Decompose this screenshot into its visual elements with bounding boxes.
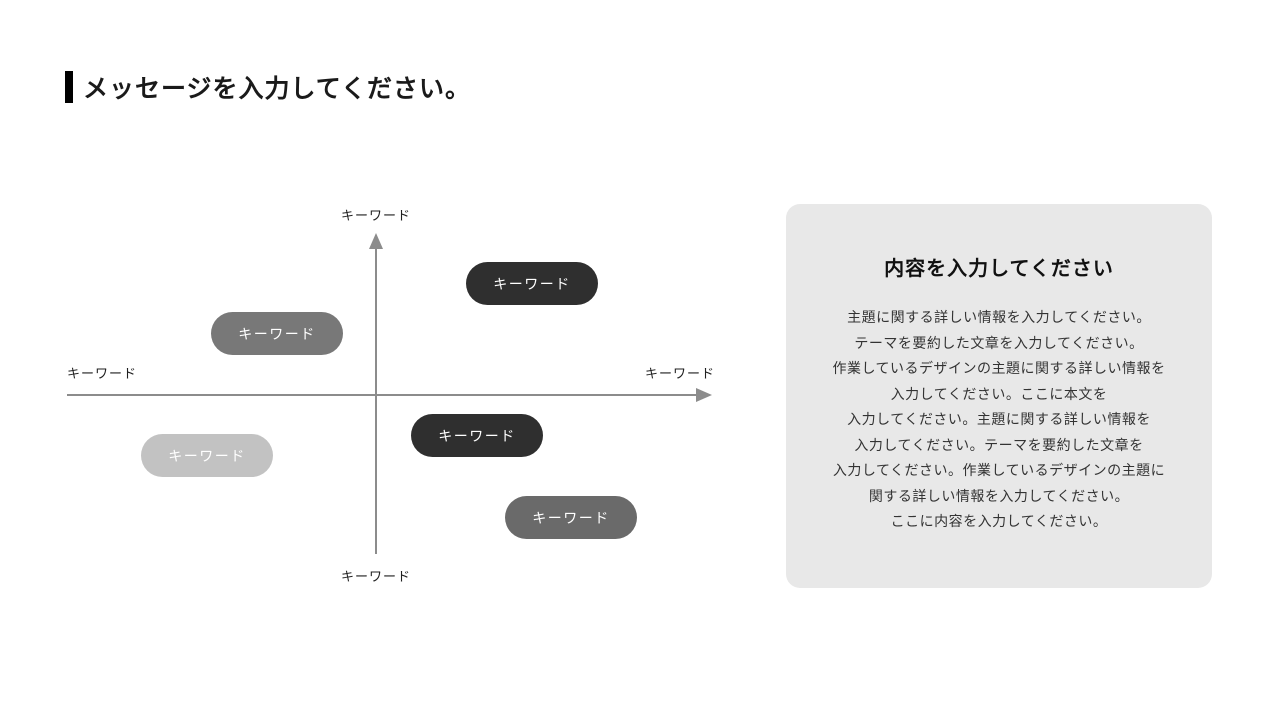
axis-label-right: キーワード bbox=[645, 366, 716, 381]
keyword-pill-top-left: キーワード bbox=[211, 312, 343, 355]
slide-title: メッセージを入力してください。 bbox=[83, 75, 472, 103]
slide-heading: メッセージを入力してください。 bbox=[65, 69, 471, 105]
panel-title: 内容を入力してください bbox=[884, 258, 1114, 280]
title-accent-bar bbox=[65, 71, 73, 103]
axis-label-bottom: キーワード bbox=[340, 569, 412, 584]
panel-body-line: 入力してください。作業しているデザインの主題に bbox=[832, 462, 1166, 478]
keyword-pill-bottom-right-lower: キーワード bbox=[505, 496, 637, 539]
keyword-pill-top-right: キーワード bbox=[466, 262, 598, 305]
axis-label-left: キーワード bbox=[67, 366, 138, 381]
panel-body-line: 作業しているデザインの主題に関する詳しい情報を bbox=[832, 360, 1166, 376]
x-axis-arrowhead-icon bbox=[696, 388, 712, 402]
panel-body-line: 主題に関する詳しい情報を入力してください。 bbox=[847, 309, 1151, 325]
panel-body-line: 入力してください。ここに本文を bbox=[890, 385, 1108, 402]
axis-label-top: キーワード bbox=[340, 208, 412, 223]
keyword-pill-bottom-right-upper: キーワード bbox=[411, 414, 543, 457]
panel-body-line: 入力してください。主題に関する詳しい情報を bbox=[847, 411, 1151, 427]
panel-body: 主題に関する詳しい情報を入力してください。 テーマを要約した文章を入力してくださ… bbox=[786, 305, 1212, 535]
panel-body-line: 関する詳しい情報を入力してください。 bbox=[868, 487, 1130, 504]
y-axis-arrowhead-icon bbox=[369, 233, 383, 249]
panel-body-line: テーマを要約した文章を入力してください。 bbox=[854, 334, 1144, 351]
keyword-pill-bottom-left: キーワード bbox=[141, 434, 273, 477]
panel-body-line: ここに内容を入力してください。 bbox=[890, 513, 1108, 529]
content-panel: 内容を入力してください 主題に関する詳しい情報を入力してください。 テーマを要約… bbox=[786, 204, 1212, 588]
panel-body-line: 入力してください。テーマを要約した文章を bbox=[854, 436, 1144, 453]
